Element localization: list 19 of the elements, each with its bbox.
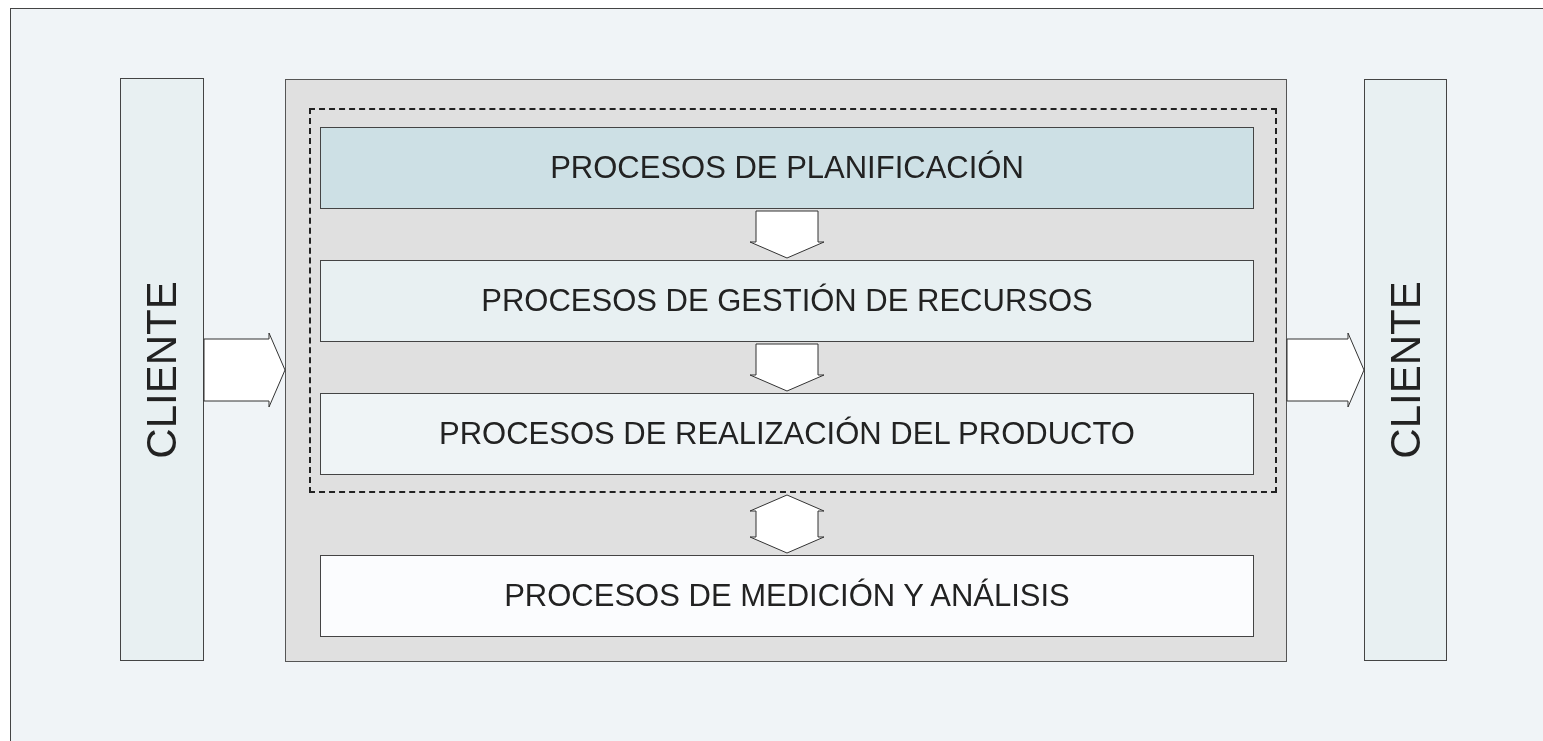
process-label: PROCESOS DE REALIZACIÓN DEL PRODUCTO bbox=[438, 416, 1136, 452]
process-label: PROCESOS DE MEDICIÓN Y ANÁLISIS bbox=[503, 578, 1071, 614]
block-arrow bbox=[203, 332, 286, 408]
block-arrow bbox=[1286, 332, 1365, 408]
dashed-group-box bbox=[309, 108, 1277, 493]
process-box bbox=[320, 393, 1254, 475]
process-label: PROCESOS DE PLANIFICACIÓN bbox=[549, 150, 1025, 186]
process-box bbox=[320, 260, 1254, 342]
block-arrow bbox=[749, 343, 825, 392]
client-box bbox=[1364, 79, 1447, 661]
client-label: CLIENTE bbox=[1381, 281, 1430, 459]
client-box bbox=[120, 78, 204, 661]
process-box bbox=[320, 127, 1254, 209]
process-label: PROCESOS DE GESTIÓN DE RECURSOS bbox=[480, 283, 1094, 319]
process-box bbox=[320, 555, 1254, 637]
process-container bbox=[285, 79, 1287, 662]
block-arrow bbox=[749, 210, 825, 259]
client-label: CLIENTE bbox=[138, 280, 186, 459]
double-block-arrow bbox=[749, 494, 825, 554]
